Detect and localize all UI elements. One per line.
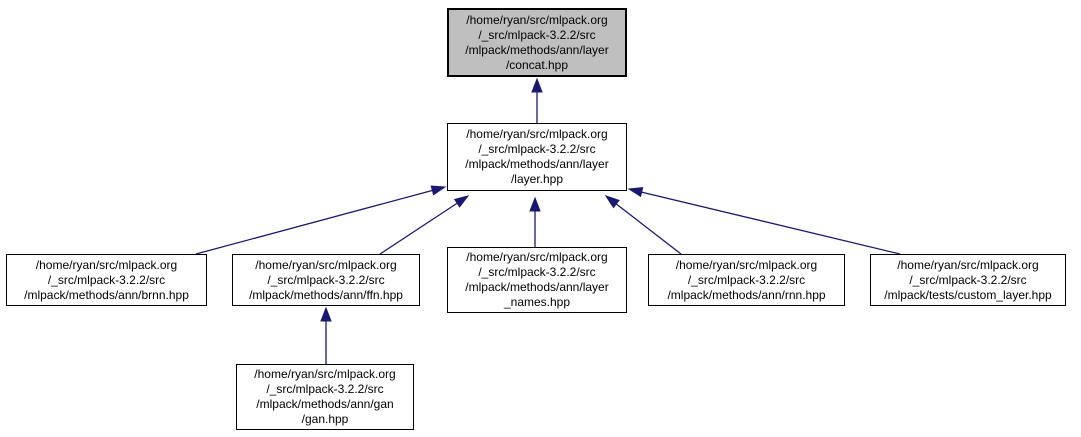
- node-label-line: /gan.hpp: [301, 412, 349, 426]
- node-label-line: /mlpack/methods/ann/layer: [465, 280, 609, 294]
- node-ffn-hpp[interactable]: /home/ryan/src/mlpack.org /_src/mlpack-3…: [232, 254, 420, 306]
- node-label-line: /mlpack/methods/ann/ffn.hpp: [249, 287, 403, 302]
- node-label-line: /mlpack/methods/ann/rnn.hpp: [667, 287, 826, 302]
- node-label-line: /_src/mlpack-3.2.2/src: [478, 142, 596, 156]
- node-layer-hpp[interactable]: /home/ryan/src/mlpack.org /_src/mlpack-3…: [447, 123, 627, 191]
- node-label-line: /_src/mlpack-3.2.2/src: [478, 265, 596, 279]
- node-label-line: /mlpack/methods/ann/gan: [256, 397, 394, 411]
- node-label-line: /home/ryan/src/mlpack.org: [466, 12, 608, 27]
- node-brnn-hpp[interactable]: /home/ryan/src/mlpack.org /_src/mlpack-3…: [6, 254, 207, 306]
- node-label-line: /home/ryan/src/mlpack.org: [897, 257, 1039, 272]
- node-label-line: /_src/mlpack-3.2.2/src: [47, 272, 166, 287]
- node-label-line: /mlpack/methods/ann/brnn.hpp: [24, 287, 189, 302]
- node-label-line: /home/ryan/src/mlpack.org: [254, 367, 396, 381]
- node-label-line: _names.hpp: [503, 295, 571, 309]
- node-label-line: /concat.hpp: [505, 57, 569, 72]
- edge-rnn-to-layer: [604, 195, 682, 255]
- node-gan-hpp[interactable]: /home/ryan/src/mlpack.org /_src/mlpack-3…: [236, 364, 414, 430]
- node-label-line: /mlpack/methods/ann/layer: [465, 42, 609, 57]
- node-label-line: /home/ryan/src/mlpack.org: [35, 257, 178, 272]
- node-layer-names-hpp[interactable]: /home/ryan/src/mlpack.org /_src/mlpack-3…: [447, 247, 627, 313]
- node-label-line: /mlpack/methods/ann/layer: [465, 157, 609, 171]
- node-label-line: /_src/mlpack-3.2.2/src: [267, 272, 385, 287]
- edge-brnn-to-layer: [195, 185, 447, 255]
- node-custom-layer-hpp[interactable]: /home/ryan/src/mlpack.org /_src/mlpack-3…: [870, 254, 1066, 306]
- node-rnn-hpp[interactable]: /home/ryan/src/mlpack.org /_src/mlpack-3…: [648, 254, 845, 306]
- node-concat-hpp: /home/ryan/src/mlpack.org /_src/mlpack-3…: [447, 8, 627, 77]
- node-label-line: /layer.hpp: [510, 172, 564, 186]
- edge-custom-layer-to-layer: [627, 187, 901, 255]
- edge-gan-to-ffn: [320, 306, 332, 364]
- node-label-line: /_src/mlpack-3.2.2/src: [687, 272, 806, 287]
- edge-layer-to-concat: [531, 77, 543, 123]
- node-label-line: /_src/mlpack-3.2.2/src: [909, 272, 1027, 287]
- node-label-line: /home/ryan/src/mlpack.org: [466, 127, 608, 141]
- node-label-line: /home/ryan/src/mlpack.org: [675, 257, 818, 272]
- node-label-line: /_src/mlpack-3.2.2/src: [478, 27, 596, 42]
- node-label-line: /home/ryan/src/mlpack.org: [466, 250, 608, 264]
- node-label-line: /home/ryan/src/mlpack.org: [255, 257, 397, 272]
- edge-ffn-to-layer: [379, 195, 470, 255]
- node-label-line: /_src/mlpack-3.2.2/src: [266, 382, 384, 396]
- node-label-line: /mlpack/tests/custom_layer.hpp: [884, 287, 1052, 302]
- edge-layer-names-to-layer: [529, 196, 541, 247]
